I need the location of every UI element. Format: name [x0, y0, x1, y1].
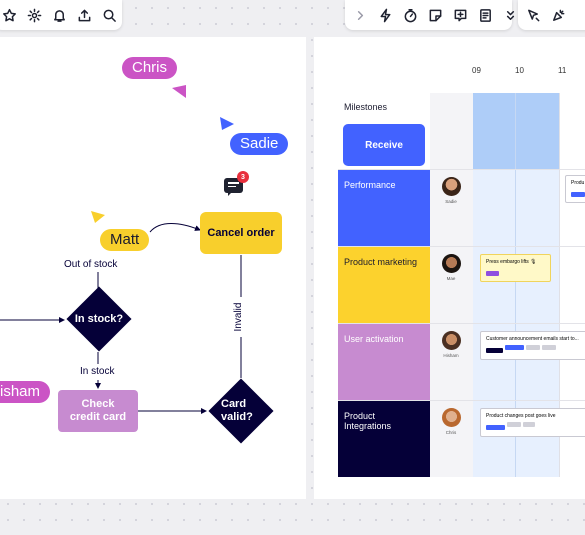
- avatar: [441, 254, 461, 273]
- row-label-product-marketing[interactable]: Product marketing: [338, 247, 430, 323]
- avatar: [441, 177, 461, 196]
- timeline-gridline: [559, 93, 560, 477]
- comment-icon[interactable]: [453, 7, 468, 23]
- flowchart-connectors: [0, 223, 242, 414]
- person-name: Chris: [445, 430, 457, 435]
- row-divider: [338, 246, 585, 247]
- row-label-product-integrations[interactable]: Product Integrations: [338, 401, 430, 477]
- upload-icon[interactable]: [77, 7, 92, 23]
- timeline-card-performance[interactable]: Produ: [565, 175, 585, 203]
- board-toolbar-right: [345, 0, 515, 30]
- timeline-card-activation[interactable]: Customer announcement emails start to...: [480, 331, 585, 360]
- card-valid-decision-node[interactable]: Card valid?: [208, 378, 274, 444]
- chevron-right-icon[interactable]: [353, 7, 368, 23]
- tag-chip: [526, 345, 540, 350]
- timeline-card-integrations[interactable]: Product changes post goes live: [480, 408, 585, 437]
- person-sadie: Sadie: [436, 177, 466, 204]
- card-valid-label: Card valid?: [221, 398, 253, 423]
- reactions-icon[interactable]: [551, 7, 566, 23]
- cursor-label-matt: Matt: [100, 229, 150, 251]
- person-hisham: Hisham: [436, 331, 466, 358]
- tag-chip: [486, 425, 505, 430]
- in-stock-decision-node[interactable]: In stock?: [66, 286, 132, 352]
- receive-milestone[interactable]: Receive: [343, 124, 425, 166]
- tag-chip: [507, 422, 521, 427]
- tag-chip: [542, 345, 556, 350]
- in-stock-label: In stock?: [74, 313, 124, 325]
- timer-icon[interactable]: [403, 7, 418, 23]
- avatar: [441, 331, 461, 350]
- edge-label-in-stock: In stock: [80, 366, 115, 377]
- cursor-label-hisham: isham: [0, 381, 51, 403]
- hour-label: 10: [515, 66, 524, 75]
- person-name: Sadie: [445, 199, 457, 204]
- card-title: Product changes post goes live: [486, 413, 556, 419]
- timeline-gridline: [515, 93, 516, 477]
- row-label-performance[interactable]: Performance: [338, 170, 430, 246]
- edge-label-invalid: Invalid: [233, 297, 247, 337]
- board-toolbar-collab: [518, 0, 585, 30]
- person-mae: Mae: [436, 254, 466, 281]
- board-toolbar-left: [0, 0, 122, 30]
- tag-chip: [486, 348, 503, 353]
- card-title: Customer announcement emails start to...: [486, 336, 579, 342]
- card-title: Press embargo lifts 🎙: [486, 259, 537, 265]
- tag-chip: [571, 192, 585, 197]
- comment-count-badge: 3: [237, 171, 249, 183]
- notes-icon[interactable]: [478, 7, 493, 23]
- row-divider: [338, 323, 585, 324]
- row-divider: [338, 400, 585, 401]
- card-title: Produ: [571, 180, 585, 186]
- bell-icon[interactable]: [52, 7, 67, 23]
- cursor-arrow-sadie-icon: [220, 117, 234, 130]
- lightning-icon[interactable]: [378, 7, 393, 23]
- chevron-double-down-icon[interactable]: [503, 7, 518, 23]
- tag-chip: [486, 271, 499, 276]
- select-cursor-icon[interactable]: [526, 7, 541, 23]
- cursor-label-chris: Chris: [122, 57, 178, 79]
- sticky-note-icon[interactable]: [428, 7, 443, 23]
- cursor-label-sadie: Sadie: [230, 133, 289, 155]
- avatar: [441, 408, 461, 427]
- person-name: Mae: [446, 276, 456, 281]
- comment-bubble-icon[interactable]: [224, 178, 243, 196]
- star-icon[interactable]: [2, 7, 17, 23]
- gear-icon[interactable]: [27, 7, 42, 23]
- tag-chip: [505, 345, 524, 350]
- tag-chip: [523, 422, 535, 427]
- cancel-order-node[interactable]: Cancel order: [200, 212, 282, 254]
- check-credit-card-node[interactable]: Check credit card: [58, 390, 138, 432]
- row-label-user-activation[interactable]: User activation: [338, 324, 430, 400]
- timeline-milestone-highlight: [473, 93, 559, 169]
- milestones-label: Milestones: [344, 102, 388, 112]
- hour-label: 09: [472, 66, 481, 75]
- cursor-arrow-chris-icon: [172, 85, 186, 98]
- search-icon[interactable]: [102, 7, 117, 23]
- hour-label: 11: [558, 66, 567, 75]
- row-divider: [338, 169, 585, 170]
- person-chris: Chris: [436, 408, 466, 435]
- cursor-arrow-matt-icon: [91, 211, 105, 223]
- person-name: Hisham: [443, 353, 459, 358]
- timeline-card-marketing[interactable]: Press embargo lifts 🎙: [480, 254, 551, 282]
- edge-label-out-of-stock: Out of stock: [64, 259, 118, 270]
